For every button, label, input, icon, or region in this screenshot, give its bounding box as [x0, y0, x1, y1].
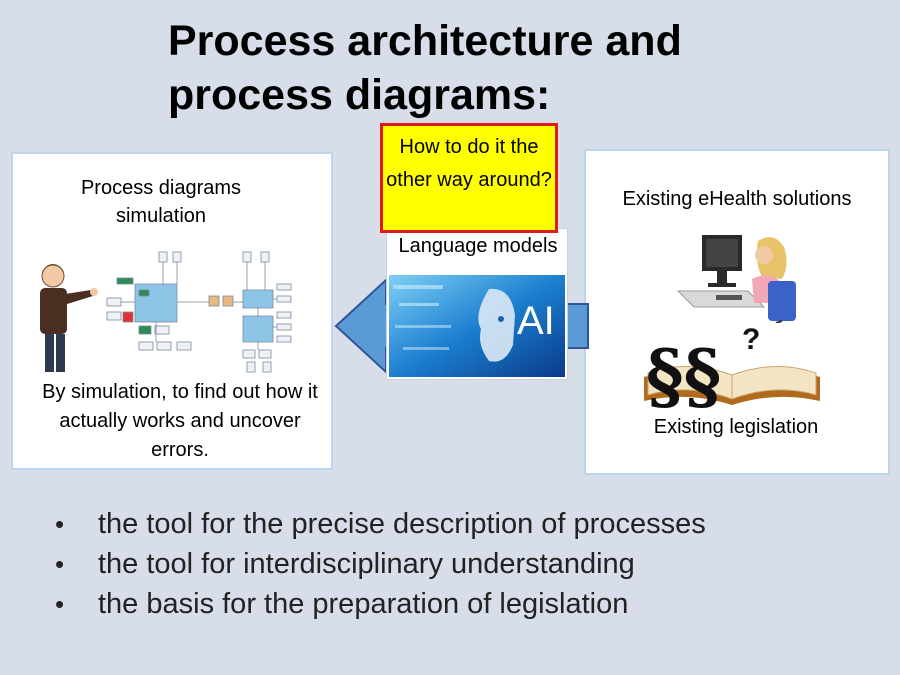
person-at-computer-illustration: [676, 235, 796, 323]
question-callout: How to do it the other way around?: [380, 123, 558, 233]
legislation-caption: Existing legislation: [653, 416, 819, 438]
simulation-caption: By simulation, to find out how it actual…: [42, 381, 318, 461]
bullet-list: the tool for the precise description of …: [50, 504, 706, 624]
bullet-item: the basis for the preparation of legisla…: [50, 584, 706, 624]
language-models-label: Language models: [398, 235, 558, 257]
process-diagrams-panel: Process diagrams simulation: [11, 152, 333, 470]
process-diagrams-title: Process diagrams simulation: [80, 177, 242, 227]
ai-text: AI: [517, 299, 555, 343]
slide-title: Process architecture and process diagram…: [168, 17, 682, 119]
presenter-figure: [40, 264, 98, 372]
bullet-item: the tool for interdisciplinary understan…: [50, 544, 706, 584]
question-mark-icon: ?: [742, 323, 760, 356]
paragraph-symbol: §§: [646, 333, 721, 417]
ai-face-image: AI: [389, 275, 565, 377]
presenter-with-diagram-illustration: [40, 251, 293, 376]
ehealth-legislation-panel: Existing eHealth solutions §§ ? Existing…: [584, 149, 890, 475]
ai-face-icon: [389, 275, 565, 377]
legislation-book-illustration: §§ ?: [644, 323, 820, 417]
bullet-item: the tool for the precise description of …: [50, 504, 706, 544]
language-models-box: Language models AI: [386, 228, 568, 380]
process-diagram: [105, 251, 293, 376]
ehealth-solutions-title: Existing eHealth solutions: [622, 188, 852, 210]
